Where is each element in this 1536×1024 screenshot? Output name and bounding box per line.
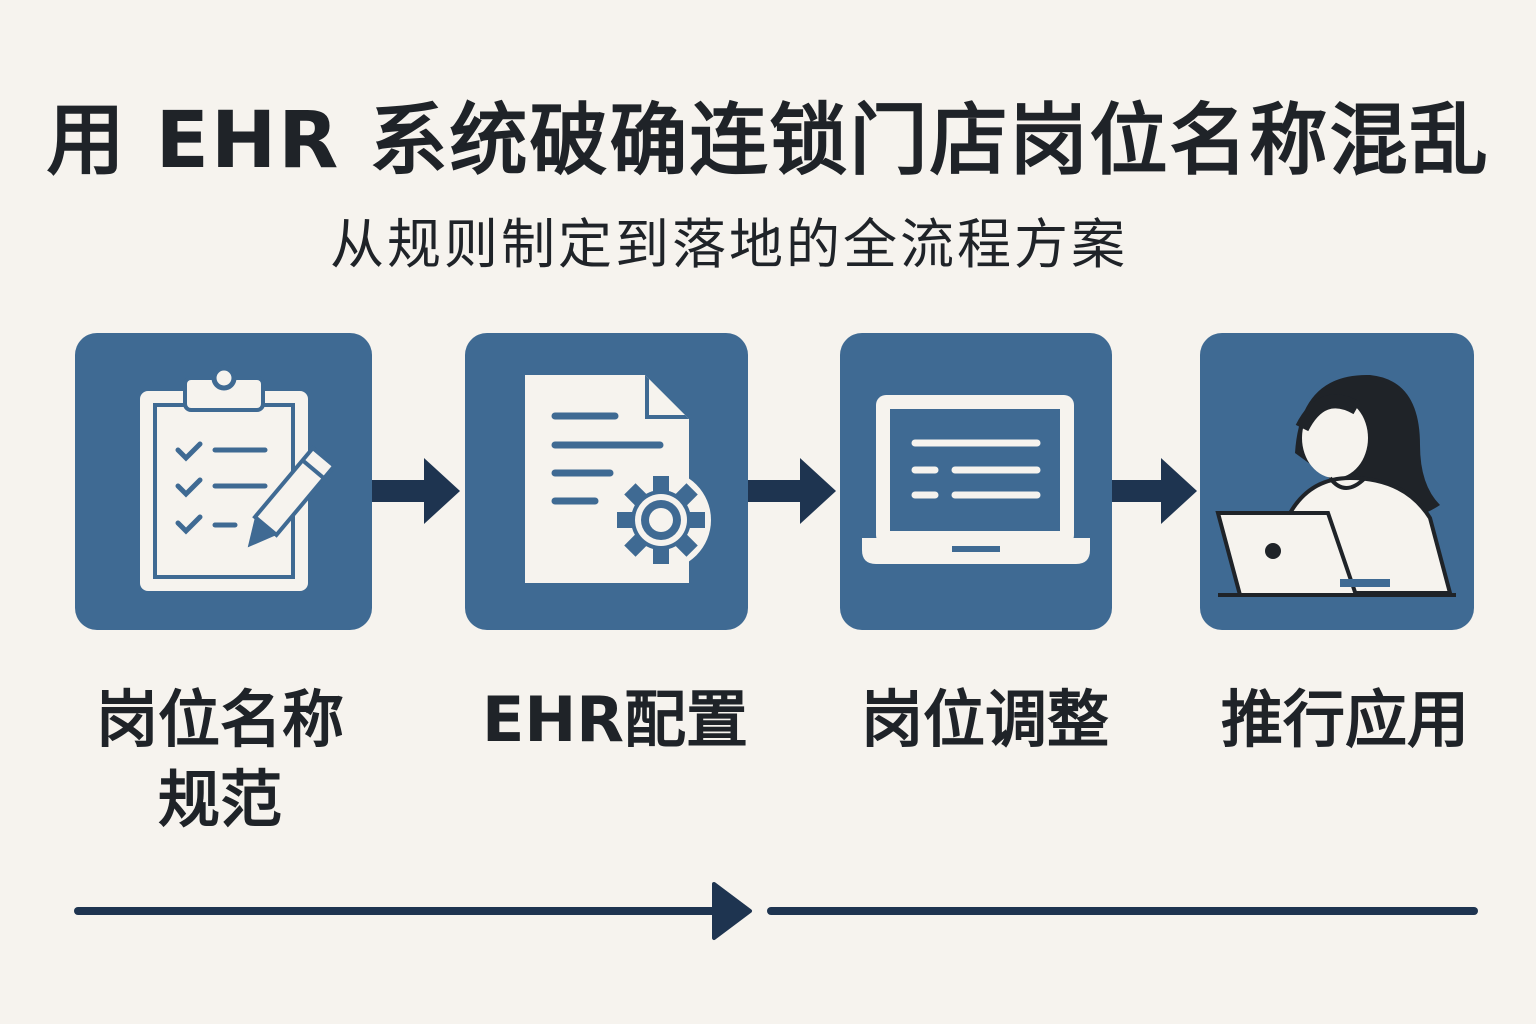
clipboard-pencil-icon: [140, 365, 338, 591]
timeline-arrow: [74, 882, 1478, 940]
arrow-right-icon: [372, 458, 460, 524]
page-title: 用 EHR 系统破确连锁门店岗位名称混乱: [46, 96, 1490, 186]
step-1-label: 岗位名称 规范: [75, 680, 365, 840]
person-laptop-icon: [1215, 374, 1456, 597]
step-4-box: [1200, 333, 1474, 630]
step-4-label: 推行应用: [1220, 683, 1469, 756]
step-3-box: [840, 333, 1112, 630]
arrow-right-icon: [1112, 458, 1197, 524]
step-1-label-line2: 规范: [157, 763, 282, 836]
document-gear-icon: [525, 375, 711, 583]
laptop-list-icon: [862, 395, 1090, 564]
step-2-label: EHR配置: [482, 683, 748, 756]
arrow-right-icon: [748, 458, 836, 524]
step-1-label-line1: 岗位名称: [95, 683, 344, 756]
step-3-label: 岗位调整: [860, 683, 1109, 756]
step-1-box: [75, 333, 372, 630]
page-subtitle: 从规则制定到落地的全流程方案: [330, 213, 1128, 276]
step-2-box: [465, 333, 748, 630]
